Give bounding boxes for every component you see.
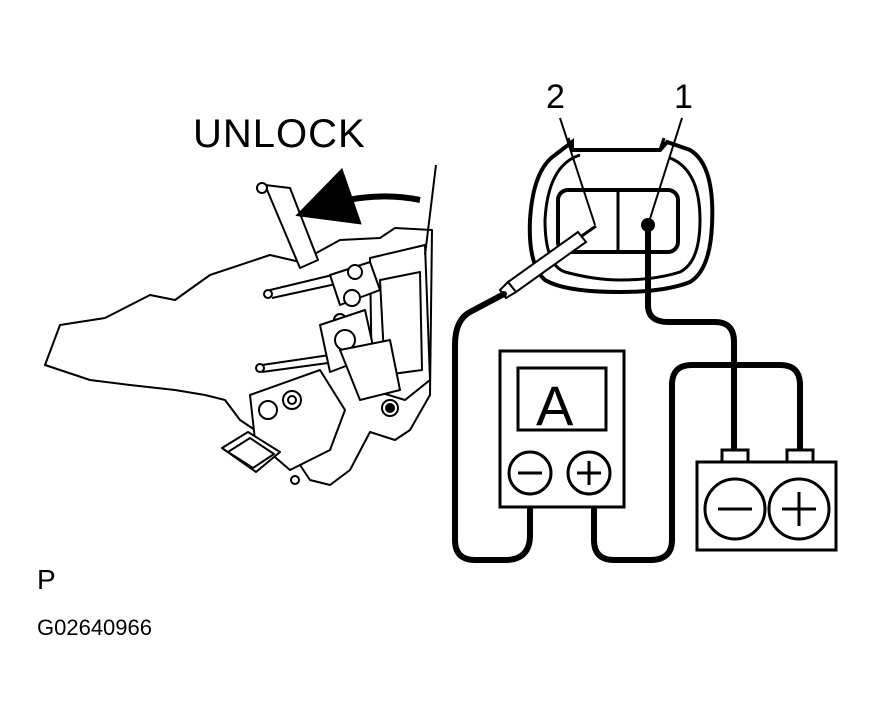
pin-2-label: 2 <box>546 78 565 116</box>
pin1-contact-dot <box>641 218 655 232</box>
view-letter: P <box>37 564 56 595</box>
unlock-arrow <box>295 167 421 225</box>
pin1-leader <box>647 117 683 226</box>
pin2-leader <box>559 117 596 226</box>
door-lock-assembly <box>44 182 433 486</box>
door-edge-line <box>424 164 437 256</box>
figure-code: G02640966 <box>37 615 152 640</box>
test-probe <box>498 224 597 300</box>
ammeter-symbol: A <box>536 374 574 437</box>
battery <box>695 448 838 552</box>
connector <box>527 137 715 295</box>
unlock-label: UNLOCK <box>193 112 366 156</box>
pin-1-label: 1 <box>674 78 693 116</box>
ammeter <box>498 349 626 509</box>
wiring <box>452 229 803 563</box>
